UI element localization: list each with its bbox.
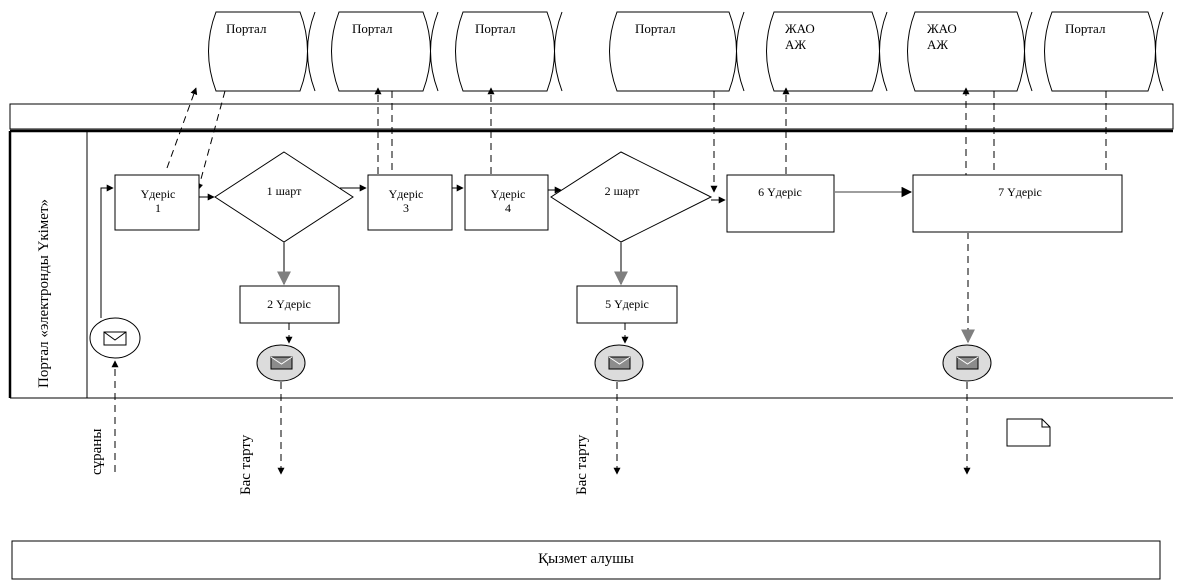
step-4: Үдеріс 4 bbox=[464, 174, 549, 231]
portal-shape-5: Портал bbox=[1044, 11, 1164, 92]
flow-arrows bbox=[100, 184, 913, 318]
request-label: сұраны bbox=[89, 429, 105, 475]
refusal-label-2: Бас тарту bbox=[574, 434, 590, 495]
portal-label-2: Портал bbox=[352, 21, 393, 36]
portal-connectors bbox=[166, 87, 1110, 193]
condition-2: 2 шарт bbox=[550, 151, 713, 243]
document-icon bbox=[1006, 418, 1051, 447]
portal-shape-4: Портал bbox=[609, 11, 745, 92]
step-6-label: 6 Үдеріс bbox=[758, 185, 802, 199]
jao-label-2b: АЖ bbox=[927, 37, 948, 52]
step-3-number: 3 bbox=[403, 201, 409, 215]
portal-label-1: Портал bbox=[226, 21, 267, 36]
jao-label-1b: АЖ bbox=[785, 37, 806, 52]
start-event bbox=[89, 317, 141, 359]
step-4-number: 4 bbox=[505, 201, 511, 215]
step-7: 7 Үдеріс bbox=[912, 174, 1123, 233]
envelope-connectors bbox=[285, 232, 975, 344]
portal-shape-3: Портал bbox=[455, 11, 563, 92]
lane-label: Портал «электронды Үкімет» bbox=[36, 199, 52, 388]
jao-label-1: ЖАО bbox=[785, 21, 815, 36]
refusal-label-1: Бас тарту bbox=[238, 434, 254, 495]
condition-down-arrows bbox=[277, 242, 628, 286]
service-receiver-lane bbox=[11, 540, 1161, 580]
service-receiver-label: Қызмет алушы bbox=[538, 551, 634, 567]
step-1: Үдеріс 1 bbox=[114, 174, 200, 231]
step-1-number: 1 bbox=[155, 201, 161, 215]
condition-1-label: 1 шарт bbox=[267, 184, 302, 198]
condition-2-label: 2 шарт bbox=[605, 184, 640, 198]
step-3-label: Үдеріс bbox=[389, 187, 424, 201]
jao-label-2: ЖАО bbox=[927, 21, 957, 36]
end-event-3 bbox=[942, 344, 992, 382]
step-7-label: 7 Үдеріс bbox=[998, 185, 1042, 199]
step-6: 6 Үдеріс bbox=[726, 174, 835, 233]
step-3: Үдеріс 3 bbox=[367, 174, 453, 231]
condition-1: 1 шарт bbox=[214, 151, 354, 243]
step-4-label: Үдеріс bbox=[491, 187, 526, 201]
step-5: 5 Үдеріс bbox=[576, 285, 678, 324]
step-2-label: 2 Үдеріс bbox=[267, 297, 311, 311]
jao-shape-1: ЖАО АЖ bbox=[766, 11, 888, 92]
portal-label-5: Портал bbox=[1065, 21, 1106, 36]
portal-label-3: Портал bbox=[475, 21, 516, 36]
portal-shape-1: Портал bbox=[208, 11, 316, 92]
step-1-label: Үдеріс bbox=[141, 187, 176, 201]
top-band bbox=[9, 103, 1174, 130]
step-2: 2 Үдеріс bbox=[239, 285, 340, 324]
jao-shape-2: ЖАО АЖ bbox=[907, 11, 1033, 92]
portal-label-4: Портал bbox=[635, 21, 676, 36]
portal-shape-2: Портал bbox=[331, 11, 439, 92]
end-event-2 bbox=[594, 344, 644, 382]
outside-arrows bbox=[111, 360, 971, 475]
step-5-label: 5 Үдеріс bbox=[605, 297, 649, 311]
end-event-1 bbox=[256, 344, 306, 382]
